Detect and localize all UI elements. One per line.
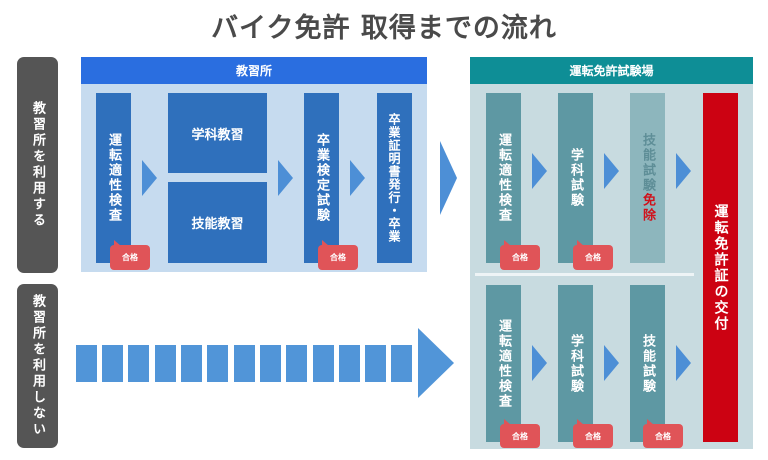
pass-badge: 合格 bbox=[573, 419, 613, 448]
arrow-right-icon bbox=[604, 153, 619, 189]
center-step-written-test: 学科試験 bbox=[558, 285, 593, 442]
arrow-right-icon bbox=[532, 153, 547, 189]
dashed-arrow-segment bbox=[102, 345, 123, 382]
dashed-arrow-segment bbox=[207, 345, 228, 382]
arrow-right-icon bbox=[350, 160, 365, 196]
dashed-arrow-segment bbox=[391, 345, 412, 382]
arrow-right-icon bbox=[278, 160, 293, 196]
dashed-arrow-segment bbox=[260, 345, 281, 382]
arrow-head-icon bbox=[418, 328, 454, 398]
dashed-arrow-segment bbox=[181, 345, 202, 382]
pass-badge: 合格 bbox=[500, 240, 540, 270]
dashed-arrow-segment bbox=[76, 345, 97, 382]
pass-badge: 合格 bbox=[318, 240, 358, 270]
row-label-without-school: 教習所を利用しない bbox=[17, 284, 58, 448]
exempt-label: 免除 bbox=[640, 193, 655, 223]
arrow-right-icon bbox=[142, 160, 157, 196]
pass-badge: 合格 bbox=[643, 419, 683, 448]
arrow-right-icon bbox=[676, 345, 691, 381]
step-skill-lessons: 技能教習 bbox=[168, 182, 267, 263]
step-aptitude-test: 運転適性検査 bbox=[96, 93, 131, 263]
center-step-skill-test-exempt: 技能試験免除 bbox=[630, 93, 665, 263]
dashed-arrow-segment bbox=[234, 345, 255, 382]
test-center-panel-header: 運転免許試験場 bbox=[470, 57, 753, 84]
arrow-right-icon bbox=[532, 345, 547, 381]
center-step-aptitude-test: 運転適性検査 bbox=[486, 93, 521, 263]
arrow-right-icon bbox=[676, 153, 691, 189]
dashed-arrow-segment bbox=[365, 345, 386, 382]
arrow-right-icon bbox=[604, 345, 619, 381]
step-academic-lessons: 学科教習 bbox=[168, 93, 267, 173]
center-step-skill-test: 技能試験 bbox=[630, 285, 665, 442]
skill-test-label: 技能試験 bbox=[640, 133, 655, 193]
pass-badge: 合格 bbox=[110, 240, 150, 270]
page-title: バイク免許 取得までの流れ bbox=[211, 13, 557, 44]
dashed-arrow-segment bbox=[313, 345, 334, 382]
row-label-with-school: 教習所を利用する bbox=[17, 57, 58, 273]
pass-badge: 合格 bbox=[500, 419, 540, 448]
dashed-arrow-segment bbox=[155, 345, 176, 382]
divider bbox=[475, 273, 694, 276]
dashed-arrow-segment bbox=[128, 345, 149, 382]
dashed-arrow-segment bbox=[286, 345, 307, 382]
step-graduation-exam: 卒業検定試験 bbox=[304, 93, 339, 263]
step-graduation-certificate: 卒業証明書発行・卒業 bbox=[377, 93, 412, 263]
pass-badge: 合格 bbox=[573, 240, 613, 270]
dashed-arrow-segment bbox=[339, 345, 360, 382]
license-issuance: 運転免許証の交付 bbox=[703, 93, 738, 442]
center-step-aptitude-test: 運転適性検査 bbox=[486, 285, 521, 442]
school-panel-header: 教習所 bbox=[81, 57, 427, 84]
arrow-right-icon bbox=[440, 141, 457, 215]
center-step-written-test: 学科試験 bbox=[558, 93, 593, 263]
